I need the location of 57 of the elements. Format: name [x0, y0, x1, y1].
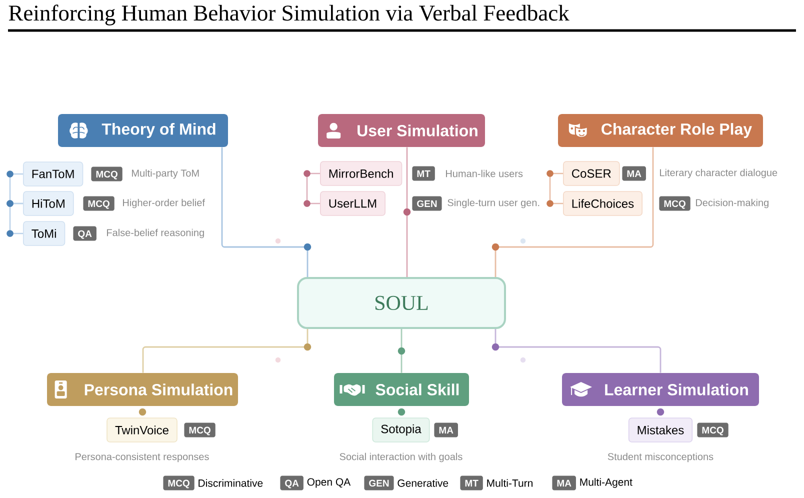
legend-badge: MT — [460, 476, 483, 490]
benchmark-box: HiToM — [23, 191, 74, 216]
description-text: Literary character dialogue — [660, 168, 778, 178]
benchmark-box: MirrorBench — [320, 161, 402, 186]
format-badge: MCQ — [83, 196, 114, 211]
format-badge: MCQ — [659, 196, 690, 211]
connector-line — [546, 170, 563, 207]
diagram-title: Reinforcing Human Behavior Simulation via Verbal Feedback — [8, 4, 570, 26]
benchmark-box: TwinVoice — [106, 418, 178, 442]
category-box: Learner Simulation — [562, 373, 759, 406]
description-text: Single-turn user gen. — [448, 198, 540, 208]
category-box: Theory of Mind — [58, 114, 228, 147]
description-text: False-belief reasoning — [107, 228, 204, 238]
benchmark-box: LifeChoices — [563, 191, 642, 216]
root-box: SOUL — [297, 277, 506, 329]
description-text: Multi-party ToM — [132, 169, 199, 179]
connector-line — [221, 147, 312, 277]
connector-line — [492, 147, 654, 277]
connector-line — [403, 147, 411, 277]
benchmark-box: ToMi — [23, 221, 66, 246]
category-box: Social Skill — [334, 373, 469, 406]
description-text: Persona-consistent responses — [76, 452, 209, 462]
description-text: Social interaction with goals — [340, 452, 462, 462]
description-text: Higher-order belief — [123, 198, 205, 208]
format-badge: MCQ — [91, 166, 122, 182]
legend-badge: MCQ — [163, 476, 194, 490]
legend-text: Generative — [398, 479, 448, 487]
category-box: Character Role Play — [558, 114, 763, 147]
format-badge: GEN — [412, 196, 442, 211]
description-text: Student misconceptions — [608, 452, 714, 462]
benchmark-box: Mistakes — [628, 418, 693, 442]
benchmark-box: UserLLM — [320, 191, 386, 216]
format-badge: QA — [73, 226, 96, 241]
legend-badge: GEN — [364, 476, 394, 490]
legend-text: Multi-Agent — [580, 478, 632, 488]
format-badge: MT — [412, 166, 435, 181]
connector-line — [142, 329, 312, 373]
legend-badge: QA — [280, 476, 304, 490]
connector-line — [6, 200, 23, 237]
benchmark-box: CoSER — [563, 161, 620, 186]
format-badge: MA — [622, 166, 646, 181]
category-box: Persona Simulation — [47, 373, 238, 406]
benchmark-box: Sotopia — [372, 418, 430, 442]
description-text: Human-like users — [446, 170, 523, 178]
description-text: Decision-making — [696, 198, 768, 208]
format-badge: MCQ — [697, 422, 728, 438]
connector-line — [492, 329, 662, 373]
connector-line — [398, 329, 406, 373]
category-box: User Simulation — [318, 114, 485, 147]
format-badge: MCQ — [184, 422, 216, 438]
format-badge: MA — [434, 422, 458, 438]
legend-text: Discriminative — [198, 479, 263, 487]
connector-line — [304, 170, 320, 207]
legend-text: Multi-Turn — [487, 479, 532, 487]
benchmark-box: FanToM — [23, 162, 84, 186]
legend-badge: MA — [552, 476, 576, 490]
legend-text: Open QA — [307, 478, 351, 488]
